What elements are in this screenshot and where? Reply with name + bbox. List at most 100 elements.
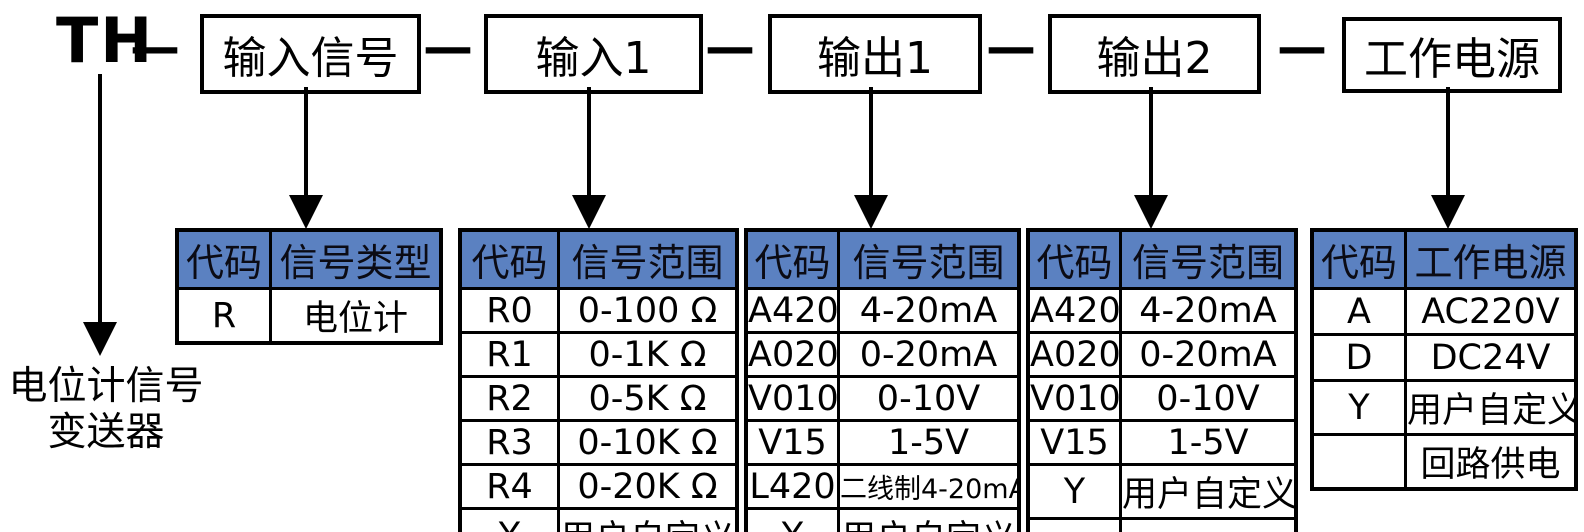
value-cell: 0-10V [1119,375,1298,422]
value-cell: 电位计 [269,287,443,345]
down-arrow-icon [572,87,606,229]
code-cell: V010 [744,375,840,422]
value-cell: DC24V [1404,333,1578,382]
value-cell: 1-5V [837,419,1021,466]
separator-dash: — [986,18,1036,76]
value-cell: 4-20mA [1119,287,1298,334]
arrow-shaft [869,87,873,195]
table-header-row: 代码工作电源 [1310,228,1578,290]
arrow-head [1134,195,1168,229]
arrow-shaft [1446,87,1450,195]
segment-box-input-1: 输入1 [484,14,703,94]
code-cell: Y [458,507,560,532]
value-cell: 回路供电 [1404,433,1578,491]
segment-box-output-2: 输出2 [1048,14,1261,94]
column-header: 信号范围 [1119,228,1298,290]
arrow-shaft [587,87,591,195]
code-cell: R0 [458,287,560,334]
segment-box-input-signal: 输入信号 [200,14,421,94]
code-cell: A020 [744,331,840,378]
value-cell: 用户自定义 [1119,463,1298,520]
value-cell: 0-10V [837,375,1021,422]
segment-box-power-supply: 工作电源 [1342,17,1562,93]
code-cell: V15 [1026,419,1122,466]
code-cell: A420 [1026,287,1122,334]
segment-box-output-1: 输出1 [768,14,982,94]
separator-dash: — [705,18,755,76]
segment-label: 输出1 [817,33,933,84]
code-cell: A020 [1026,331,1122,378]
table-header-row: 代码信号范围 [458,228,739,290]
code-cell: A420 [744,287,840,334]
code-cell: Y [1310,379,1407,436]
code-cell: R4 [458,463,560,510]
code-cell: Y [744,507,840,532]
code-cell: R2 [458,375,560,422]
column-header: 代码 [1026,228,1122,290]
column-header: 代码 [744,228,840,290]
arrow-head [1431,195,1465,229]
table-header-row: 代码信号类型 [175,228,443,290]
code-cell: R3 [458,419,560,466]
annotation-line-1: 电位计信号 [8,364,204,409]
down-arrow-icon [1431,87,1465,229]
separator-dash: — [130,18,180,76]
model-prefix: TH [56,4,155,77]
code-cell: R [175,287,272,345]
column-header: 信号范围 [837,228,1021,290]
segment-label: 工作电源 [1364,34,1540,85]
segment-label: 输出2 [1096,33,1213,84]
code-cell [1026,517,1122,532]
column-header: 代码 [458,228,560,290]
arrow-shaft [304,87,308,195]
value-cell: 0-20K Ω [557,463,739,510]
column-header: 信号类型 [269,228,443,290]
code-cell [1310,433,1407,491]
value-cell: 用户自定义 [837,507,1021,532]
segment-label: 输入信号 [222,33,399,84]
arrow-shaft [98,74,102,322]
segment-label: 输入1 [535,33,652,84]
separator-dash: — [1277,18,1327,76]
value-cell: 0-20mA [1119,331,1298,378]
value-cell: 用户自定义 [557,507,739,532]
column-header: 代码 [1310,228,1407,290]
table-header-row: 代码信号范围 [744,228,1021,290]
annotation-line-2: 变送器 [47,410,165,455]
table-header-row: 代码信号范围 [1026,228,1298,290]
value-cell: 用户自定义 [1404,379,1578,436]
value-cell: 无 [1119,517,1298,532]
code-cell: D [1310,333,1407,382]
arrow-head [854,195,888,229]
product-annotation: 电位计信号 变送器 [0,364,212,456]
value-cell: 0-1K Ω [557,331,739,378]
table-row: 无 [1026,517,1298,532]
value-cell: 1-5V [1119,419,1298,466]
down-arrow-icon [289,87,323,229]
value-cell: 0-100 Ω [557,287,739,334]
arrow-shaft [1149,87,1153,195]
code-cell: L420 [744,463,840,510]
arrow-head [83,322,117,356]
code-cell: R1 [458,331,560,378]
column-header: 代码 [175,228,272,290]
code-cell: Y [1026,463,1122,520]
